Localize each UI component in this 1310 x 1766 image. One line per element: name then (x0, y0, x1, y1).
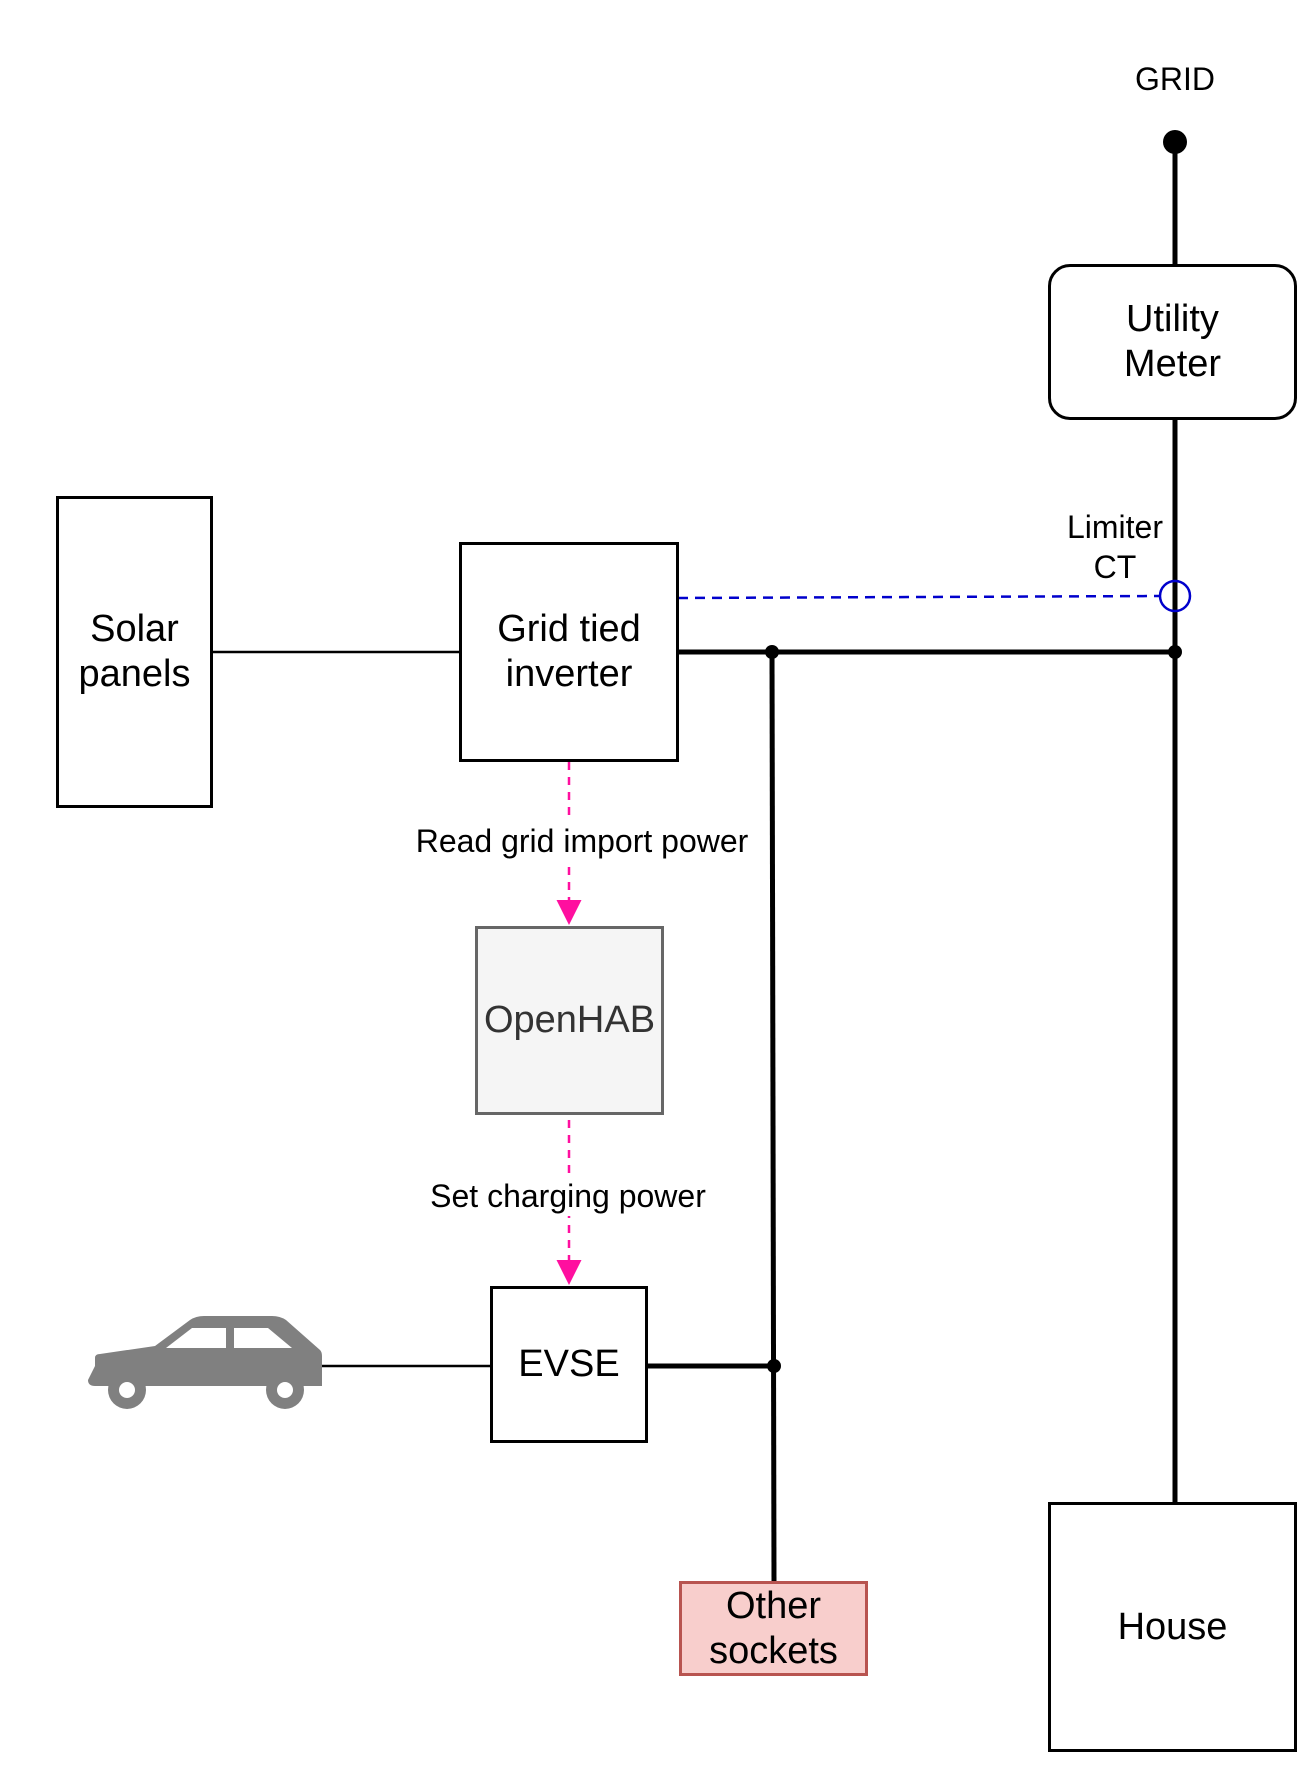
car-icon (88, 1316, 322, 1409)
utility-meter-box: Utility Meter (1048, 264, 1297, 420)
ct-link-line (677, 594, 1161, 600)
limiter-ct-sensor (1158, 579, 1192, 613)
limiter-ct-label: Limiter CT (1066, 509, 1163, 585)
read-power-label: Read grid import power (400, 821, 764, 861)
solar-panels-box: Solar panels (56, 496, 213, 808)
other-sockets-box: Other sockets (679, 1581, 868, 1676)
set-power-label: Set charging power (416, 1176, 720, 1216)
branch-wire (769, 651, 777, 1584)
junction-main (1168, 645, 1182, 659)
evse-box: EVSE (490, 1286, 648, 1443)
grid-tied-inverter-box: Grid tied inverter (459, 542, 679, 762)
house-box: House (1048, 1502, 1297, 1752)
openhab-box: OpenHAB (475, 926, 664, 1115)
grid-label: GRID (1135, 61, 1215, 97)
junction-evse (767, 1359, 781, 1373)
